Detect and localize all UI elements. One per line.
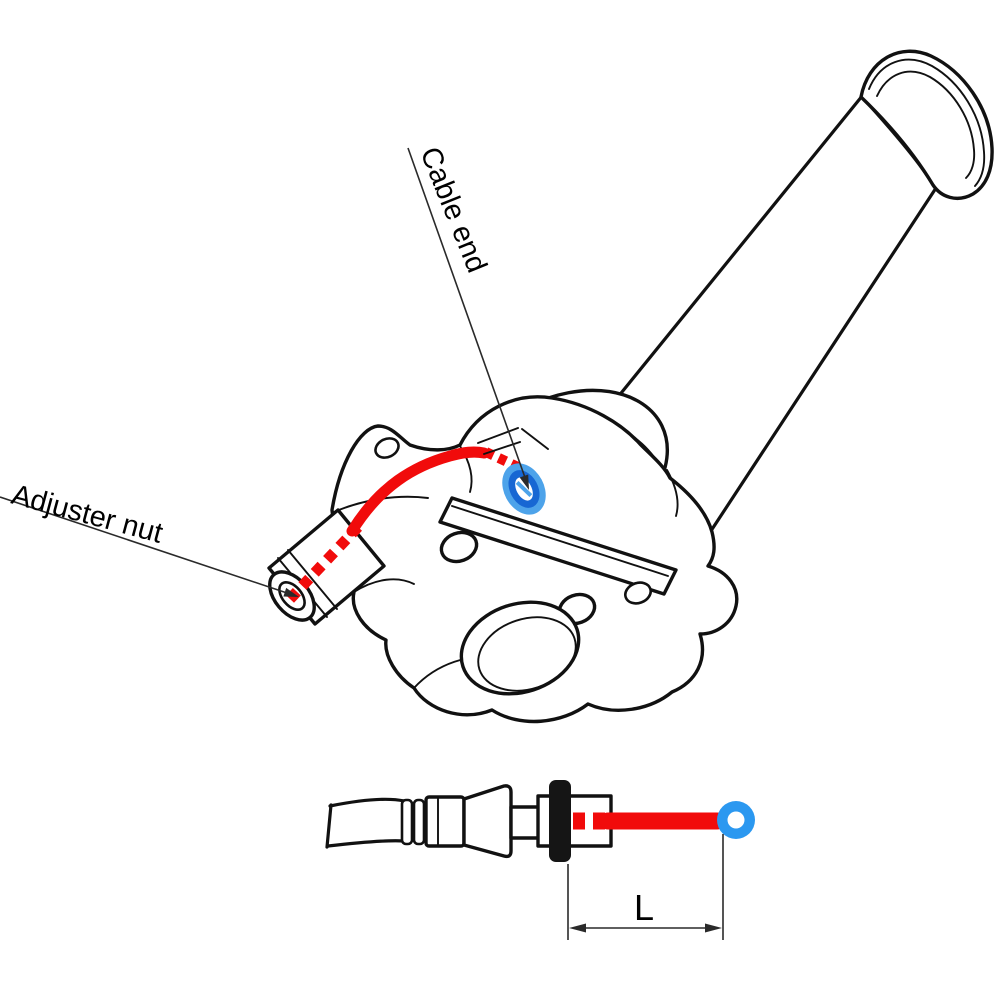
leader-arrow-adjuster-nut: [283, 587, 299, 597]
fitting-neck: [509, 805, 542, 840]
sheath-cut-end: [325, 803, 333, 849]
dim-arrow-right: [705, 923, 722, 933]
label-adjuster-nut: Adjuster nut: [8, 479, 166, 550]
sheath-top-edge: [328, 797, 406, 808]
grip-tube: [594, 49, 994, 545]
leader-line-adjuster-nut: [0, 496, 297, 597]
grip-tube-upper-edge: [594, 88, 869, 426]
detail-cable-end-hole: [727, 811, 745, 829]
label-dimension-L: L: [634, 887, 654, 928]
fitting-collar: [424, 795, 466, 848]
handlebar-bore-inner: [477, 616, 577, 692]
cable-hidden-at-drum: [483, 447, 521, 472]
cable-end-detail-view: L: [325, 780, 755, 940]
housing-contour-4: [666, 469, 679, 517]
cable-guide-edge-2: [521, 428, 549, 450]
sheath-bottom-edge: [326, 839, 406, 848]
housing-rail-plate-inner: [451, 505, 669, 577]
grip-tube-end-edge: [862, 98, 933, 185]
housing-silhouette: [330, 395, 739, 724]
fitting-rib-1: [400, 798, 414, 846]
ear-screw-hole: [374, 437, 400, 459]
fitting-cone: [462, 784, 513, 859]
grip-tube-flange-rib-1: [868, 58, 986, 187]
grip-tube-lower-edge: [701, 186, 938, 545]
handlebar-bore: [459, 600, 581, 696]
leader-line-cable-end: [407, 147, 529, 487]
fitting-rib-2: [412, 798, 426, 846]
grip-tube-flange-rib-2: [876, 70, 976, 179]
leader-arrow-cable-end: [519, 474, 529, 490]
detail-lock-washer: [549, 780, 571, 862]
dim-arrow-left: [569, 923, 586, 933]
cable-guide-edge-1: [477, 427, 519, 444]
throttle-housing: [330, 395, 739, 724]
cable-guide-edge-3: [483, 441, 521, 455]
adjuster-barrel-rib-2: [287, 549, 338, 610]
cable-end-glint: [515, 481, 533, 497]
clamp-screw-hole-left: [439, 530, 479, 564]
lug-screw-hole: [624, 581, 652, 605]
cable-end-marker: [502, 463, 546, 515]
cable-solid-run: [346, 446, 490, 537]
housing-contour-2: [353, 578, 415, 593]
label-cable-end: Cable end: [414, 143, 493, 278]
